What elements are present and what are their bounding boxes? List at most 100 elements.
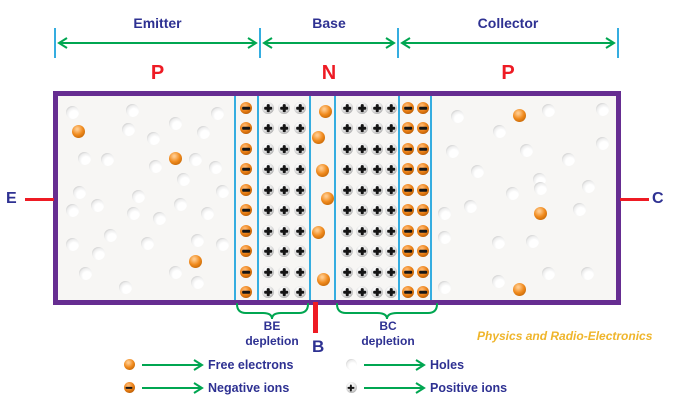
hole-icon [533,181,547,195]
neg-ion-icon [417,286,429,298]
neg-ion-icon [402,102,414,114]
electron-icon [71,124,85,138]
minus-glyph [242,188,250,192]
collector-span-arrow-icon [400,36,616,50]
plus-glyph-v [282,288,286,296]
pos-ion-icon [356,163,368,175]
hole-icon [65,237,79,251]
plus-glyph-v [282,247,286,255]
electron-icon [123,359,135,370]
plus-glyph-v [375,247,379,255]
depletion-boundary-line [430,96,432,300]
plus-glyph-v [298,124,302,132]
depletion-boundary-line [309,96,311,300]
plus-glyph-v [360,124,364,132]
minus-glyph [242,147,250,151]
watermark: Physics and Radio-Electronics [477,329,653,343]
hole-icon [450,109,464,123]
plus-glyph-v [345,268,349,276]
plus-glyph-v [298,165,302,173]
pos-ion-icon [385,286,397,298]
pos-ion-icon [356,225,368,237]
neg-ion-icon [402,184,414,196]
pos-ion-icon [345,382,357,393]
section-label-collector: Collector [477,15,539,31]
pos-ion-icon [262,122,274,134]
minus-glyph [242,167,250,171]
plus-glyph-v [282,165,286,173]
electron-icon [168,151,182,165]
electron-icon [320,191,334,205]
neg-ion-icon [417,102,429,114]
neg-ion-icon [417,245,429,257]
pos-ion-icon [278,184,290,196]
hole-icon [100,152,114,166]
legend-item: Free electrons [122,353,293,376]
minus-glyph [419,208,427,212]
depletion-boundary-line [234,96,236,300]
plus-glyph-v [389,206,393,214]
plus-glyph-v [360,145,364,153]
base-terminal-line [313,302,318,333]
pos-ion-icon [278,225,290,237]
hole-icon [168,116,182,130]
hole-icon [215,237,229,251]
plus-glyph-v [375,288,379,296]
minus-glyph [419,290,427,294]
legend-item-label: Free electrons [208,357,294,372]
minus-glyph [419,229,427,233]
pos-ion-icon [294,266,306,278]
plus-glyph-v [266,186,270,194]
minus-glyph [404,126,412,130]
pos-ion-icon [385,122,397,134]
plus-glyph-v [360,186,364,194]
plus-glyph-v [298,268,302,276]
span-tick [259,28,261,58]
pos-ion-icon [262,225,274,237]
pos-ion-icon [356,245,368,257]
plus-glyph-v [360,288,364,296]
plus-glyph-v [360,104,364,112]
legend-item: Positive ions [344,376,507,399]
minus-glyph [404,147,412,151]
hole-icon [525,234,539,248]
hole-icon [541,103,555,117]
minus-glyph [404,208,412,212]
hole-icon [168,265,182,279]
span-tick [54,28,56,58]
neg-ion-icon [417,184,429,196]
pos-ion-icon [356,143,368,155]
pos-ion-icon [294,163,306,175]
minus-glyph [404,290,412,294]
hole-icon [561,152,575,166]
hole-icon [121,122,135,136]
pos-ion-icon [278,102,290,114]
neg-ion-icon [417,204,429,216]
plus-glyph-v [375,145,379,153]
minus-glyph [242,106,250,110]
hole-icon [215,184,229,198]
minus-glyph [242,208,250,212]
depletion-boundary-line [257,96,259,300]
hole-icon [541,266,555,280]
hole-icon [345,359,357,370]
legend-arrow-icon [140,358,204,371]
hole-icon [65,105,79,119]
electron-icon [533,206,547,220]
hole-icon [437,230,451,244]
minus-glyph [419,126,427,130]
plus-glyph-v [282,186,286,194]
minus-glyph [404,106,412,110]
plus-glyph-v [282,206,286,214]
plus-glyph-v [389,124,393,132]
pos-ion-icon [262,204,274,216]
plus-glyph-v [389,186,393,194]
collector-region-letter: P [501,62,515,84]
minus-glyph [419,188,427,192]
plus-glyph-v [345,165,349,173]
electron-icon [311,225,325,239]
pos-ion-icon [371,225,383,237]
minus-glyph [419,249,427,253]
neg-ion-icon [240,122,252,134]
neg-ion-icon [123,382,135,393]
